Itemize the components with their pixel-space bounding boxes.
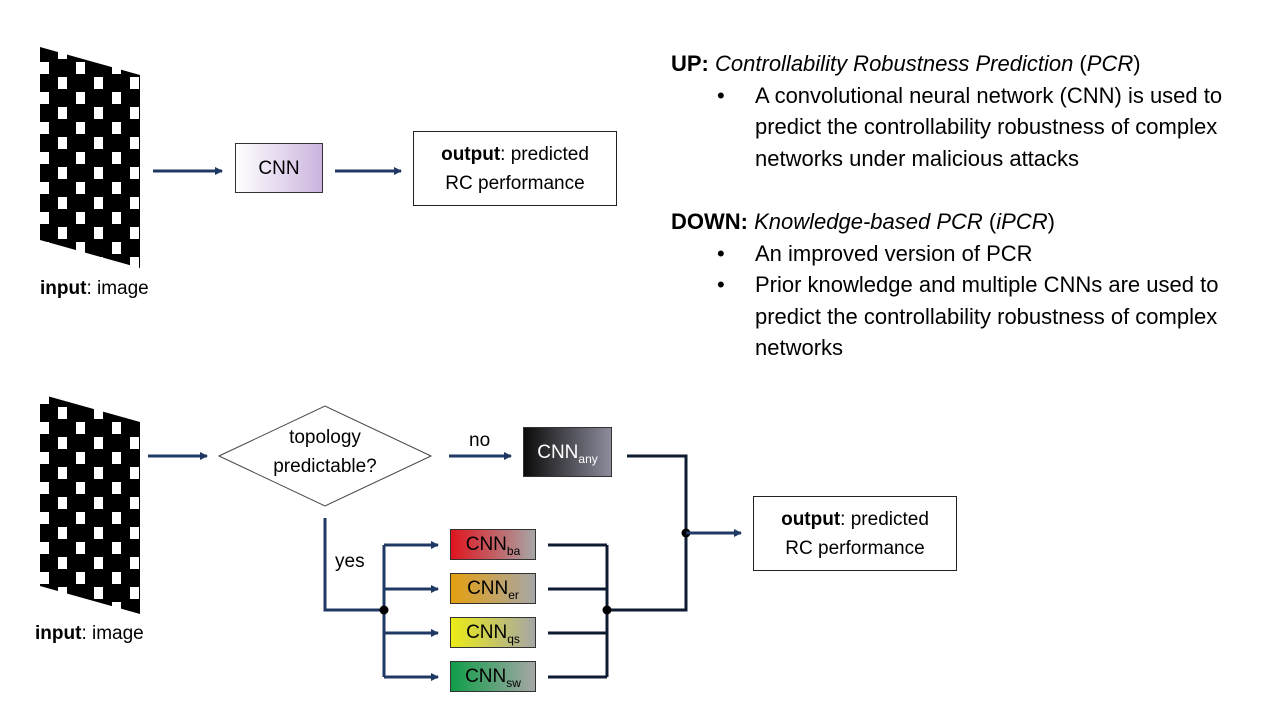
up-output-rest: : predicted — [500, 143, 589, 165]
down-output-line2: RC performance — [785, 537, 925, 559]
cnn-er-sub: er — [508, 588, 519, 602]
up-bullet-list: A convolutional neural network (CNN) is … — [671, 80, 1271, 175]
down-input-image — [40, 394, 140, 614]
cnn-any-box: CNNany — [523, 427, 612, 477]
up-heading-lead: UP: — [671, 51, 709, 76]
up-heading-close-paren: ) — [1133, 51, 1141, 76]
decision-line2: predictable? — [273, 456, 377, 477]
up-heading-open-paren: ( — [1073, 51, 1087, 76]
yes-split-dot — [379, 605, 389, 615]
down-heading-abbr: iPCR — [996, 209, 1048, 234]
cnn-qs-sub: qs — [507, 632, 520, 646]
up-heading-title: Controllability Robustness Prediction — [715, 51, 1074, 76]
down-heading-lead: DOWN: — [671, 209, 748, 234]
down-output-rest: : predicted — [840, 508, 929, 530]
cnn-sw-sub: sw — [506, 676, 521, 690]
down-heading-close-paren: ) — [1047, 209, 1055, 234]
cnn-ba-main: CNN — [465, 534, 507, 555]
up-output-line2: RC performance — [445, 172, 585, 194]
merge-dot-lower — [602, 605, 612, 615]
no-label: no — [469, 430, 491, 451]
cnn-er-box: CNNer — [450, 573, 536, 604]
up-input-bold: input — [40, 278, 87, 299]
up-output-box: output: predicted RC performance — [413, 131, 617, 206]
cnn-er-main: CNN — [467, 578, 509, 599]
down-heading: DOWN: Knowledge-based PCR (iPCR) — [671, 206, 1271, 238]
cnn-ba-box: CNNba — [450, 529, 536, 560]
down-output-bold: output — [781, 508, 841, 530]
yes-label: yes — [335, 551, 365, 572]
up-input-image — [40, 47, 140, 268]
cnn-any-sub: any — [578, 451, 598, 466]
down-input-rest: : image — [81, 623, 144, 644]
up-bullet-1: A convolutional neural network (CNN) is … — [717, 80, 1271, 175]
decision-text: topology predictable? — [219, 423, 431, 481]
up-input-caption: input: image — [40, 278, 149, 300]
down-bullet-1: An improved version of PCR — [717, 238, 1271, 270]
decision-line1: topology — [289, 427, 361, 448]
up-cnn-box: CNN — [235, 143, 323, 193]
cnn-qs-main: CNN — [466, 622, 508, 643]
down-input-caption: input: image — [35, 623, 144, 645]
up-heading-abbr: PCR — [1086, 51, 1134, 76]
cnn-any-main: CNN — [537, 441, 579, 463]
down-bullet-2: Prior knowledge and multiple CNNs are us… — [717, 269, 1271, 364]
down-heading-open-paren: ( — [982, 209, 997, 234]
cnn-qs-box: CNNqs — [450, 617, 536, 648]
cnn-sw-main: CNN — [465, 666, 507, 687]
yes-branch-lines — [323, 518, 439, 681]
merge-lines — [548, 454, 688, 679]
up-cnn-label: CNN — [258, 157, 300, 179]
down-heading-title: Knowledge-based PCR — [754, 209, 983, 234]
up-heading: UP: Controllability Robustness Predictio… — [671, 48, 1271, 80]
decision-diamond — [217, 405, 433, 507]
up-output-bold: output — [441, 143, 501, 165]
description-panel: UP: Controllability Robustness Predictio… — [671, 48, 1271, 364]
cnn-ba-sub: ba — [506, 544, 521, 558]
up-input-rest: : image — [86, 278, 149, 299]
down-bullet-list: An improved version of PCR Prior knowled… — [671, 238, 1271, 364]
down-output-box: output: predicted RC performance — [753, 496, 957, 571]
cnn-sw-box: CNNsw — [450, 661, 536, 692]
down-input-bold: input — [35, 623, 82, 644]
